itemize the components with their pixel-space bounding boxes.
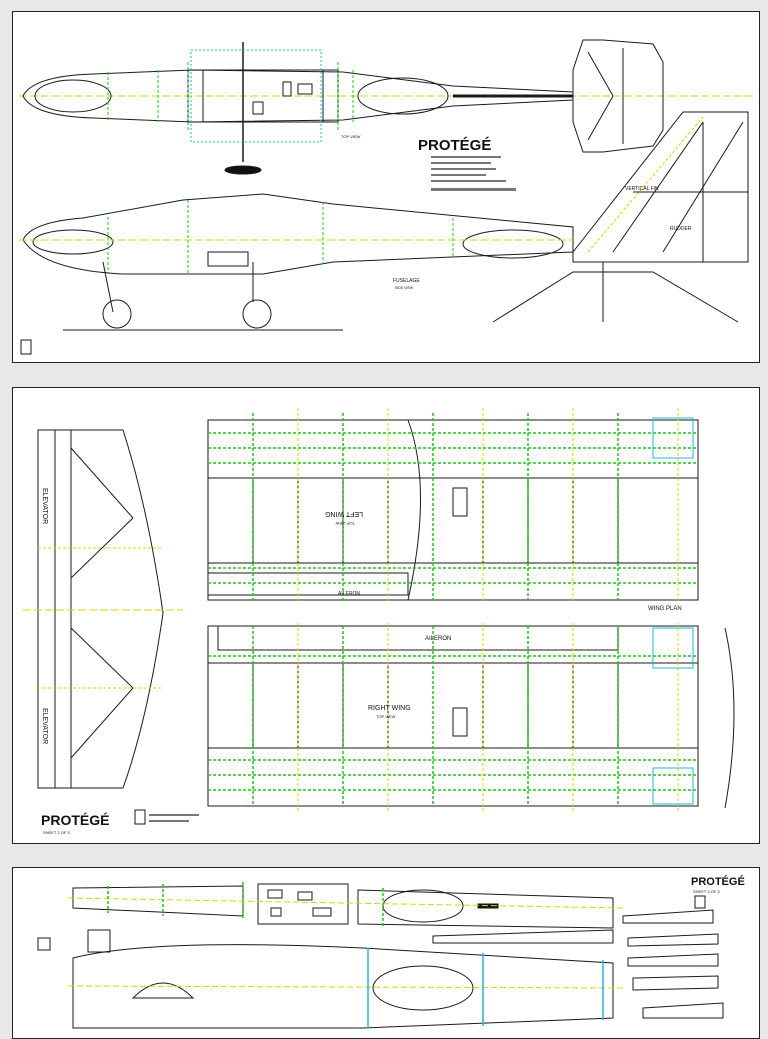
sheet2-drawing: ELEVATOR ELEVATOR [23,408,735,835]
left-wing-sub-label: TOP VIEW [335,521,355,526]
aileron-label: AILERON [425,636,451,642]
right-wing-label: RIGHT WING [368,705,411,712]
protege-logo: PROTÉGÉ [418,137,491,154]
wing-plan-label: WING PLAN [648,606,682,612]
vertical-fin-label: VERTICAL FIN [625,186,659,192]
stabilizer-top-view [572,39,664,153]
sheet3-logo-sub: SHEET 3 OF 3 [693,889,720,894]
right-wing-drawing [207,625,735,809]
elevator-label-bottom: ELEVATOR [41,708,48,744]
plan-sheet-3: PROTÉGÉ SHEET 3 OF 3 [12,867,760,1039]
rudder-label: RUDDER [670,226,692,232]
left-wing-label: LEFT WING [325,510,363,517]
plan-sheet-1: PROTÉGÉ TOP VIEW VERTICAL FIN RUDDER [12,11,760,363]
vertical-fin-drawing [572,111,749,263]
fuselage-top-view [22,42,574,175]
fuselage-side-view [22,193,739,331]
fuselage-label: FUSELAGE [393,278,420,284]
plan-sheet-2: ELEVATOR ELEVATOR [12,387,760,844]
elevator-label-top: ELEVATOR [41,488,48,524]
elevator-drawing [37,429,164,789]
left-wing-drawing [207,419,699,601]
sheet1-drawing: PROTÉGÉ TOP VIEW VERTICAL FIN RUDDER [19,39,753,355]
left-wing-aileron-label: AILERON [338,591,360,597]
sheet3-drawing: PROTÉGÉ SHEET 3 OF 3 [37,875,745,1029]
fuselage-parts-drawing [37,883,724,1029]
sheet3-logo: PROTÉGÉ [691,875,745,888]
sheet2-logo-sub: SHEET 2 OF 3 [43,830,70,835]
sheet2-logo: PROTÉGÉ [41,812,109,828]
top-view-label: TOP VIEW [341,134,361,139]
right-wing-sub-label: TOP VIEW [376,714,396,719]
fuselage-sub-label: SIDE VIEW [395,286,414,290]
